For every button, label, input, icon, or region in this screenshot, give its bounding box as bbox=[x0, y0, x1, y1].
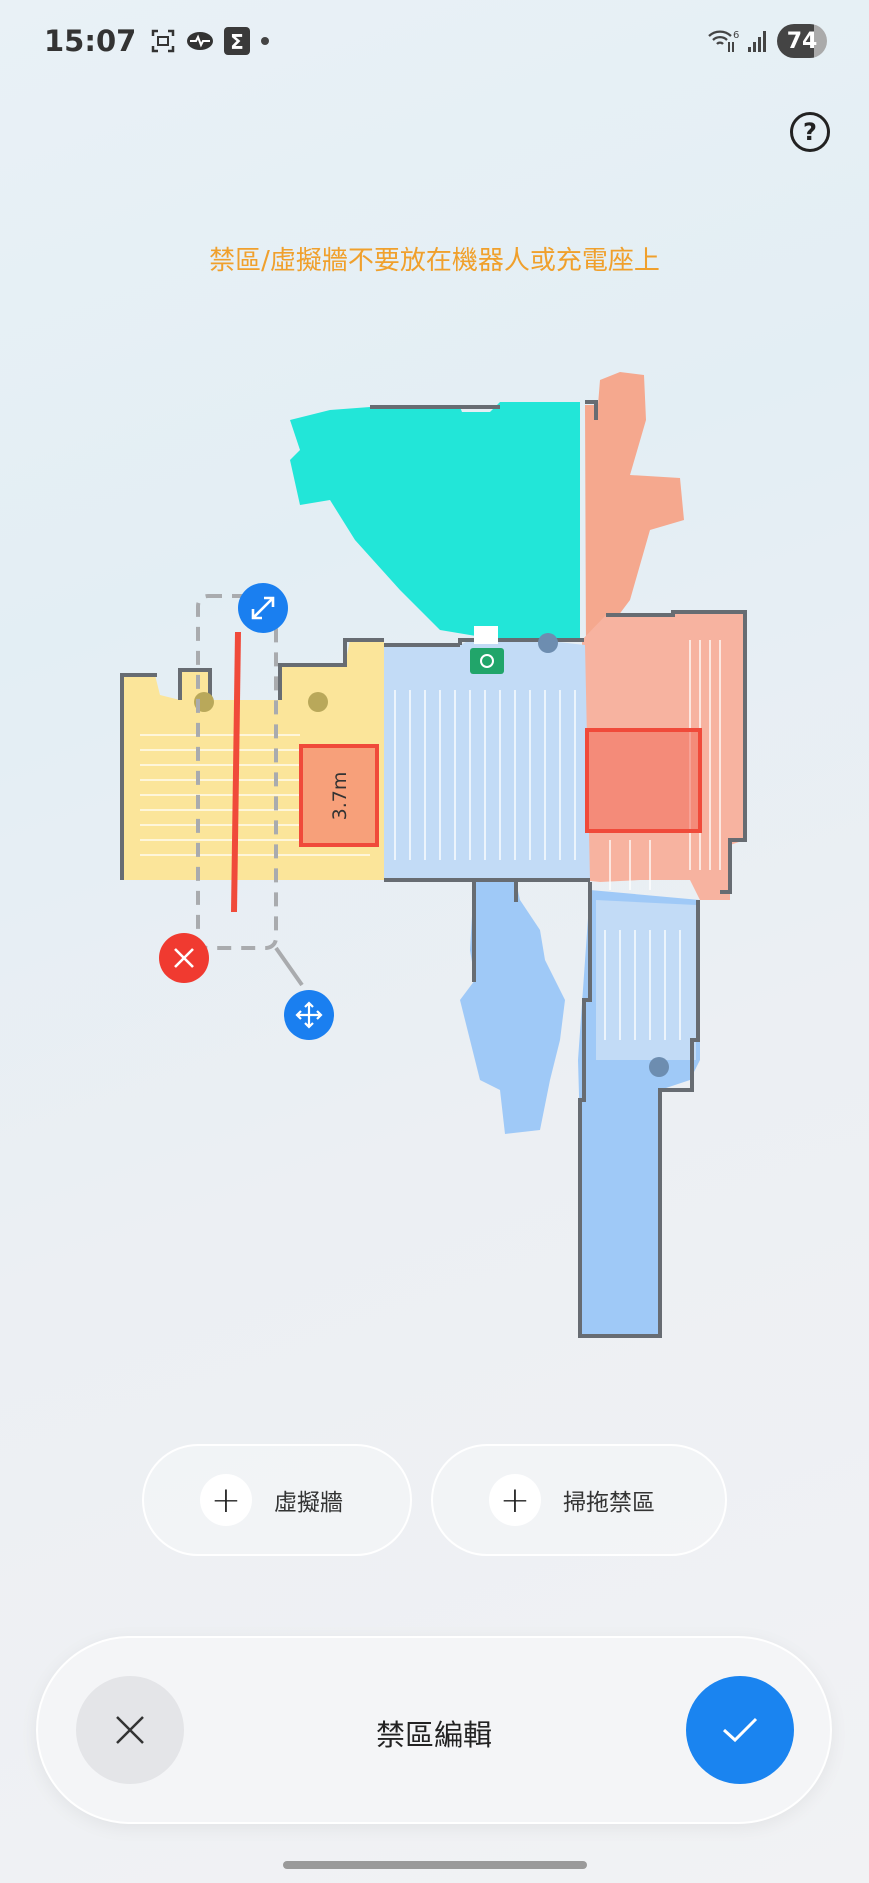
delete-handle-icon[interactable] bbox=[159, 933, 209, 983]
room-teal[interactable] bbox=[290, 402, 580, 640]
no-go-zone[interactable] bbox=[585, 728, 702, 833]
check-icon bbox=[722, 1717, 758, 1743]
room-salmon-corridor[interactable] bbox=[585, 372, 684, 650]
room-blue-small[interactable] bbox=[596, 900, 696, 1060]
add-virtual-wall-label: 虛擬牆 bbox=[274, 1490, 343, 1516]
status-bar: 15:07 Σ 6 74 bbox=[44, 18, 827, 64]
virtual-wall-line[interactable] bbox=[231, 631, 241, 913]
notification-dot-icon bbox=[261, 37, 270, 45]
page-title: 禁區編輯 bbox=[375, 1718, 492, 1752]
confirm-button[interactable] bbox=[686, 1676, 794, 1784]
robot-icon bbox=[470, 626, 504, 674]
battery-indicator: 74 bbox=[777, 24, 827, 58]
clock: 15:07 bbox=[44, 24, 137, 58]
activity-icon bbox=[187, 32, 214, 50]
plus-icon: + bbox=[200, 1474, 252, 1526]
warning-text: 禁區/虛擬牆不要放在機器人或充電座上 bbox=[209, 246, 660, 276]
add-virtual-wall-button[interactable]: + 虛擬牆 bbox=[142, 1444, 412, 1556]
resize-handle-icon[interactable] bbox=[238, 583, 288, 633]
room-blue-lower-left[interactable] bbox=[460, 882, 565, 1134]
svg-text:Σ: Σ bbox=[230, 30, 244, 54]
screenshot-icon bbox=[152, 29, 175, 53]
bottom-bar: 禁區編輯 bbox=[36, 1636, 832, 1824]
virtual-wall-bounds bbox=[196, 594, 278, 950]
close-icon bbox=[116, 1716, 144, 1744]
svg-text:6: 6 bbox=[733, 30, 739, 41]
floor-map[interactable]: 3.7m bbox=[0, 0, 869, 1400]
home-indicator[interactable] bbox=[283, 1861, 587, 1869]
cell-signal-icon bbox=[748, 31, 766, 52]
sigma-app-icon: Σ bbox=[224, 27, 251, 55]
add-no-mop-zone-label: 掃拖禁區 bbox=[563, 1490, 655, 1516]
cancel-button[interactable] bbox=[76, 1676, 184, 1784]
plus-icon: + bbox=[489, 1474, 541, 1526]
zone-size-label: 3.7m bbox=[329, 772, 351, 821]
move-handle-icon[interactable] bbox=[284, 990, 334, 1040]
room-blue-center[interactable] bbox=[384, 640, 590, 880]
help-button[interactable]: ? bbox=[790, 112, 830, 152]
wifi-6-icon: 6 bbox=[708, 30, 739, 52]
add-no-mop-zone-button[interactable]: + 掃拖禁區 bbox=[431, 1444, 727, 1556]
no-go-zone-selected[interactable]: 3.7m bbox=[299, 744, 379, 847]
